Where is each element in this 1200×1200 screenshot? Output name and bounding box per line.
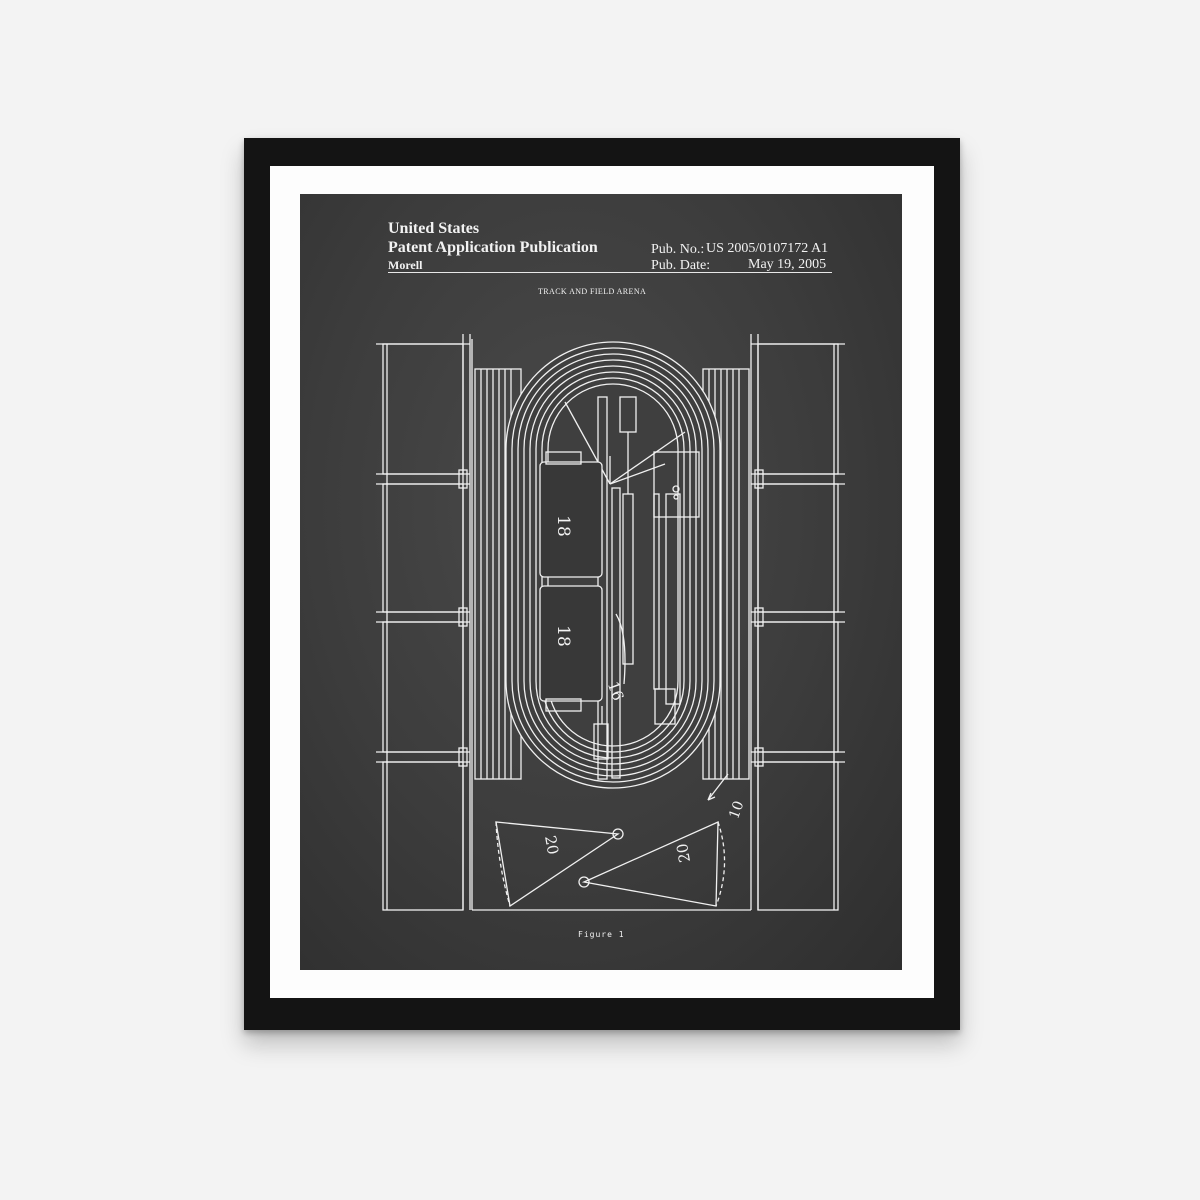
reference-numeral: 18: [552, 515, 573, 537]
pub-number: US 2005/0107172 A1: [706, 241, 829, 256]
patent-country: United States: [388, 220, 480, 237]
running-track: [505, 341, 721, 789]
pub-date-label: Pub. Date:: [651, 258, 711, 273]
drawing-title: TRACK AND FIELD ARENA: [538, 287, 647, 296]
pub-date: May 19, 2005: [748, 257, 827, 272]
reference-numeral: 18: [552, 625, 573, 647]
throwing-sectors: [495, 773, 729, 908]
reference-numeral: 20: [673, 842, 695, 864]
patent-poster: United States Patent Application Publica…: [300, 194, 902, 970]
pub-number-label: Pub. No.:: [651, 242, 705, 257]
arena-drawing: [376, 334, 845, 911]
figure-caption: Figure 1: [578, 930, 625, 939]
reference-numeral: 20: [541, 834, 563, 856]
right-grandstand: [750, 334, 845, 911]
inventor-name: Morell: [388, 258, 423, 272]
publication-type: Patent Application Publication: [388, 239, 598, 256]
left-grandstand: [376, 334, 473, 911]
infield: [539, 396, 700, 780]
header-rule: [388, 272, 832, 273]
